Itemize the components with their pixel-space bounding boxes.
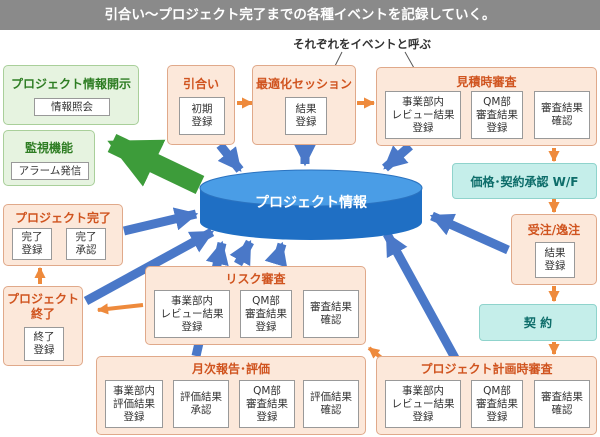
info-disclosure-box: プロジェクト情報開示 情報照会	[3, 65, 139, 125]
monthly-report-title: 月次報告･評価	[191, 362, 270, 376]
risk-review-box: リスク審査 事業部内 レビュー結果 登録 QM部 審査結果 登録 審査結果 確認	[145, 266, 366, 345]
project-info-cylinder	[199, 169, 423, 240]
arrow-plan	[383, 231, 459, 361]
estimate-dept-review: 事業部内 レビュー結果 登録	[385, 91, 461, 139]
complete-registration: 完了 登録	[12, 228, 52, 260]
arrow-inquiry	[216, 142, 244, 173]
plan-review-title: プロジェクト計画時審査	[420, 362, 553, 376]
arrow-order	[429, 211, 510, 255]
complete-approval: 完了 承認	[66, 228, 106, 260]
callout-pointer-2	[404, 51, 415, 69]
price-approval-bar: 価格･契約承認 W/F	[452, 163, 597, 199]
optimization-result: 結果 登録	[285, 97, 327, 135]
alarm-send: アラーム発信	[11, 162, 89, 180]
project-end-box: プロジェクト 終了 終了 登録	[3, 286, 83, 366]
project-complete-box: プロジェクト完了 完了 登録 完了 承認	[3, 204, 123, 266]
order-title: 受注/逸注	[527, 223, 581, 237]
monthly-report-box: 月次報告･評価 事業部内 評価結果 登録 評価結果 承認 QM部 審査結果 登録…	[96, 356, 366, 435]
arrow-risk-2	[264, 241, 288, 268]
contract-bar: 契 約	[479, 304, 597, 341]
plan-confirm: 審査結果 確認	[534, 380, 590, 428]
order-result: 結果 登録	[535, 242, 575, 278]
flow-risk-end	[96, 303, 144, 315]
estimate-review-box: 見積時審査 事業部内 レビュー結果 登録 QM部 審査結果 登録 審査結果 確認	[376, 67, 597, 146]
risk-confirm: 審査結果 確認	[303, 290, 359, 338]
info-disclosure-title: プロジェクト情報開示	[10, 77, 131, 91]
end-registration: 終了 登録	[24, 327, 64, 361]
monthly-qm-review: QM部 審査結果 登録	[239, 380, 295, 428]
plan-review-box: プロジェクト計画時審査 事業部内 レビュー結果 登録 QM部 審査結果 登録 審…	[376, 356, 597, 435]
estimate-confirm: 審査結果 確認	[534, 91, 590, 139]
arrow-complete	[122, 207, 199, 236]
optimization-box: 最適化セッション 結果 登録	[252, 65, 356, 145]
inquiry-title: 引合い	[182, 77, 219, 91]
monitoring-title: 監視機能	[24, 141, 73, 155]
arrow-risk-1	[229, 239, 254, 267]
monthly-eval-approve: 評価結果 承認	[173, 380, 229, 428]
inquiry-box: 引合い 初期 登録	[167, 65, 235, 145]
risk-dept-review: 事業部内 レビュー結果 登録	[154, 290, 230, 338]
risk-review-title: リスク審査	[225, 272, 286, 286]
risk-qm-review: QM部 審査結果 登録	[240, 290, 292, 338]
initial-registration: 初期 登録	[179, 97, 225, 135]
monitoring-box: 監視機能 アラーム発信	[3, 130, 95, 186]
project-complete-title: プロジェクト完了	[14, 211, 111, 225]
plan-dept-review: 事業部内 レビュー結果 登録	[385, 380, 461, 428]
order-box: 受注/逸注 結果 登録	[511, 214, 597, 285]
monthly-dept-eval: 事業部内 評価結果 登録	[105, 380, 163, 428]
project-end-title: プロジェクト 終了	[6, 292, 79, 321]
estimate-qm-review: QM部 審査結果 登録	[471, 91, 523, 139]
arrow-estimate	[382, 142, 413, 172]
estimate-review-title: 見積時審査	[456, 75, 517, 89]
center-label: プロジェクト情報	[255, 195, 367, 211]
plan-qm-review: QM部 審査結果 登録	[471, 380, 523, 428]
event-callout: それぞれをイベントと呼ぶ	[293, 37, 431, 51]
info-query: 情報照会	[34, 98, 110, 116]
header-title: 引合い〜プロジェクト完了までの各種イベントを記録していく。	[0, 0, 600, 30]
optimization-title: 最適化セッション	[255, 77, 352, 91]
arrow-output	[107, 133, 205, 195]
monthly-eval-confirm: 評価結果 確認	[303, 380, 359, 428]
